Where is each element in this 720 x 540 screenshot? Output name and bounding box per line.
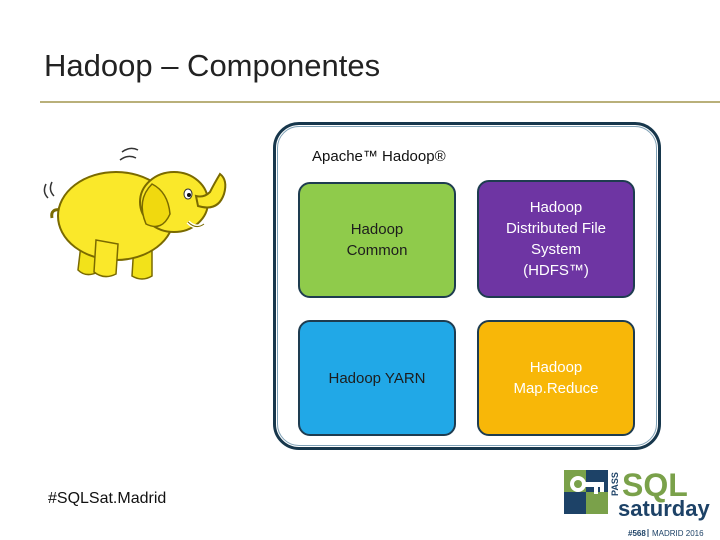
logo-saturday-text: saturday bbox=[618, 496, 710, 521]
hadoop-container-label: Apache™ Hadoop® bbox=[312, 148, 446, 165]
component-label-line: Distributed File bbox=[505, 220, 607, 237]
logo-city-year: MADRID 2016 bbox=[652, 529, 704, 538]
component-hadoop-yarn: Hadoop YARN bbox=[298, 320, 456, 436]
component-label-line: (HDFS™) bbox=[523, 262, 589, 279]
component-label-line: Hadoop bbox=[529, 199, 583, 216]
event-hashtag: #SQLSat.Madrid bbox=[48, 490, 167, 507]
component-hadoop-common: Hadoop Common bbox=[298, 182, 456, 298]
component-label-line: System bbox=[530, 241, 581, 258]
logo-sql-text: SQL bbox=[622, 467, 688, 503]
component-label-line: Hadoop bbox=[529, 359, 583, 376]
sql-saturday-logo-icon: PASS SQL saturday #568 MADRID 2016 bbox=[564, 467, 710, 538]
hadoop-container bbox=[273, 122, 661, 450]
component-label-line: Common bbox=[346, 242, 408, 259]
logo-pass-text: PASS bbox=[610, 472, 620, 496]
hadoop-container-inner-border bbox=[277, 126, 657, 446]
component-mapreduce: Hadoop Map.Reduce bbox=[477, 320, 635, 436]
component-hdfs: Hadoop Distributed File System (HDFS™) bbox=[477, 180, 635, 298]
component-label-line: Map.Reduce bbox=[513, 380, 599, 397]
component-label-line: Hadoop YARN bbox=[328, 369, 426, 387]
component-label-line: Hadoop bbox=[350, 221, 404, 238]
slide-title: Hadoop – Componentes bbox=[44, 48, 381, 83]
title-underline bbox=[40, 101, 720, 103]
hadoop-elephant-icon bbox=[43, 147, 227, 280]
logo-event-number: #568 bbox=[628, 529, 646, 538]
